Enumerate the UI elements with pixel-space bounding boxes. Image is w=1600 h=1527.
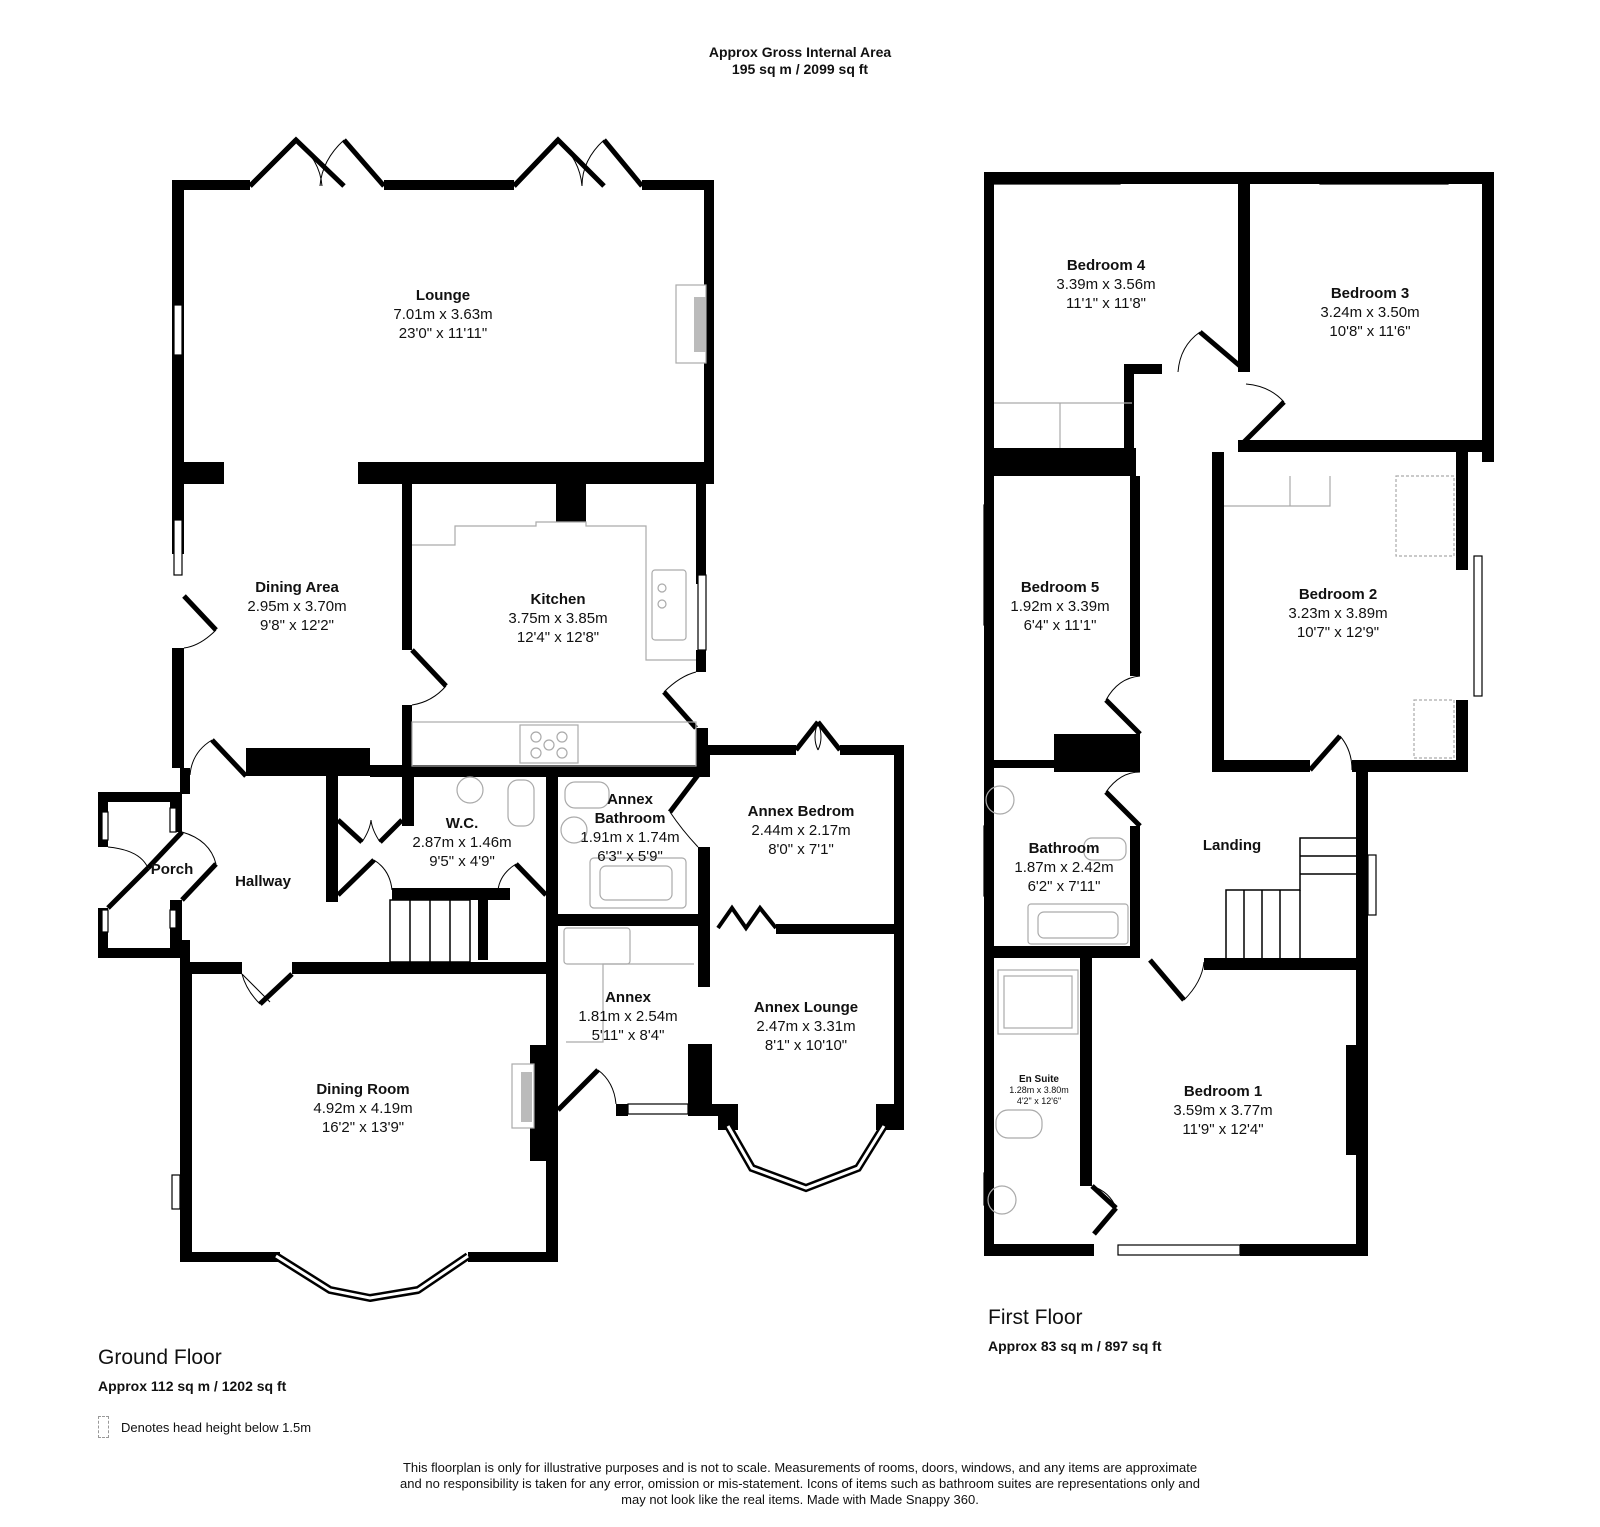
first-floor-area: Approx 83 sq m / 897 sq ft <box>988 1338 1162 1354</box>
first-stairs <box>1225 837 1356 958</box>
first-floor-walls <box>984 172 1494 1256</box>
room-label-annex-lounge: Annex Lounge 2.47m x 3.31m 8'1" x 10'10" <box>753 999 859 1054</box>
room-label-dining-area: Dining Area 2.95m x 3.70m 9'8" x 12'2" <box>247 579 347 634</box>
ground-floor-name: Ground Floor <box>98 1346 222 1369</box>
first-fixtures <box>985 402 1455 1215</box>
room-label-bedroom-4: Bedroom 4 3.39m x 3.56m 11'1" x 11'8" <box>1056 257 1156 312</box>
ground-floor-area: Approx 112 sq m / 1202 sq ft <box>98 1378 287 1394</box>
room-label-en-suite: En Suite 1.28m x 3.80m 4'2" x 12'6" <box>1009 1074 1069 1106</box>
room-label-annex-bathroom: Annex Bathroom 1.91m x 1.74m 6'3" x 5'9" <box>580 791 680 865</box>
windows <box>101 173 1483 1256</box>
ground-fixtures <box>411 284 707 1129</box>
first-floor-doors <box>1090 330 1353 1236</box>
legend: Denotes head height below 1.5m <box>98 1416 311 1438</box>
ground-stairs <box>389 899 471 963</box>
ground-floor-walls <box>98 180 904 1262</box>
room-label-porch: Porch <box>150 861 194 878</box>
room-label-wc: W.C. 2.87m x 1.46m 9'5" x 4'9" <box>412 815 512 870</box>
room-label-dining-room: Dining Room 4.92m x 4.19m 16'2" x 13'9" <box>313 1081 413 1136</box>
disclaimer-line-3: may not look like the real items. Made w… <box>621 1492 979 1507</box>
room-label-bedroom-2: Bedroom 2 3.23m x 3.89m 10'7" x 12'9" <box>1288 586 1388 641</box>
room-label-lounge: Lounge 7.01m x 3.63m 23'0" x 11'11" <box>393 287 493 342</box>
header-title: Approx Gross Internal Area <box>708 44 892 60</box>
room-label-bedroom-1: Bedroom 1 3.59m x 3.77m 11'9" x 12'4" <box>1173 1083 1273 1138</box>
gross-internal-area-header: Approx Gross Internal Area 195 sq m / 20… <box>600 44 1000 78</box>
room-label-bathroom: Bathroom 1.87m x 2.42m 6'2" x 7'11" <box>1014 840 1114 895</box>
header-total-area: 195 sq m / 2099 sq ft <box>731 61 869 77</box>
doors <box>106 594 842 1112</box>
room-label-annex: Annex 1.81m x 2.54m 5'11" x 8'4" <box>578 989 678 1044</box>
room-label-hallway: Hallway <box>235 873 291 890</box>
low-head-height-icon <box>98 1416 109 1438</box>
disclaimer: This floorplan is only for illustrative … <box>330 1460 1270 1508</box>
legend-text: Denotes head height below 1.5m <box>121 1419 312 1435</box>
room-label-landing: Landing <box>1202 837 1262 854</box>
room-label-bedroom-3: Bedroom 3 3.24m x 3.50m 10'8" x 11'6" <box>1320 285 1420 340</box>
disclaimer-line-1: This floorplan is only for illustrative … <box>402 1460 1198 1475</box>
lounge-french-doors <box>248 136 606 186</box>
room-label-bedroom-5: Bedroom 5 1.92m x 3.39m 6'4" x 11'1" <box>1010 579 1110 634</box>
first-floor-name: First Floor <box>988 1306 1083 1329</box>
disclaimer-line-2: and no responsibility is taken for any e… <box>400 1476 1200 1491</box>
annex-lounge-bay-window <box>724 1123 888 1193</box>
room-label-kitchen: Kitchen 3.75m x 3.85m 12'4" x 12'8" <box>508 591 608 646</box>
room-label-annex-bedroom: Annex Bedrom 2.44m x 2.17m 8'0" x 7'1" <box>747 803 855 858</box>
